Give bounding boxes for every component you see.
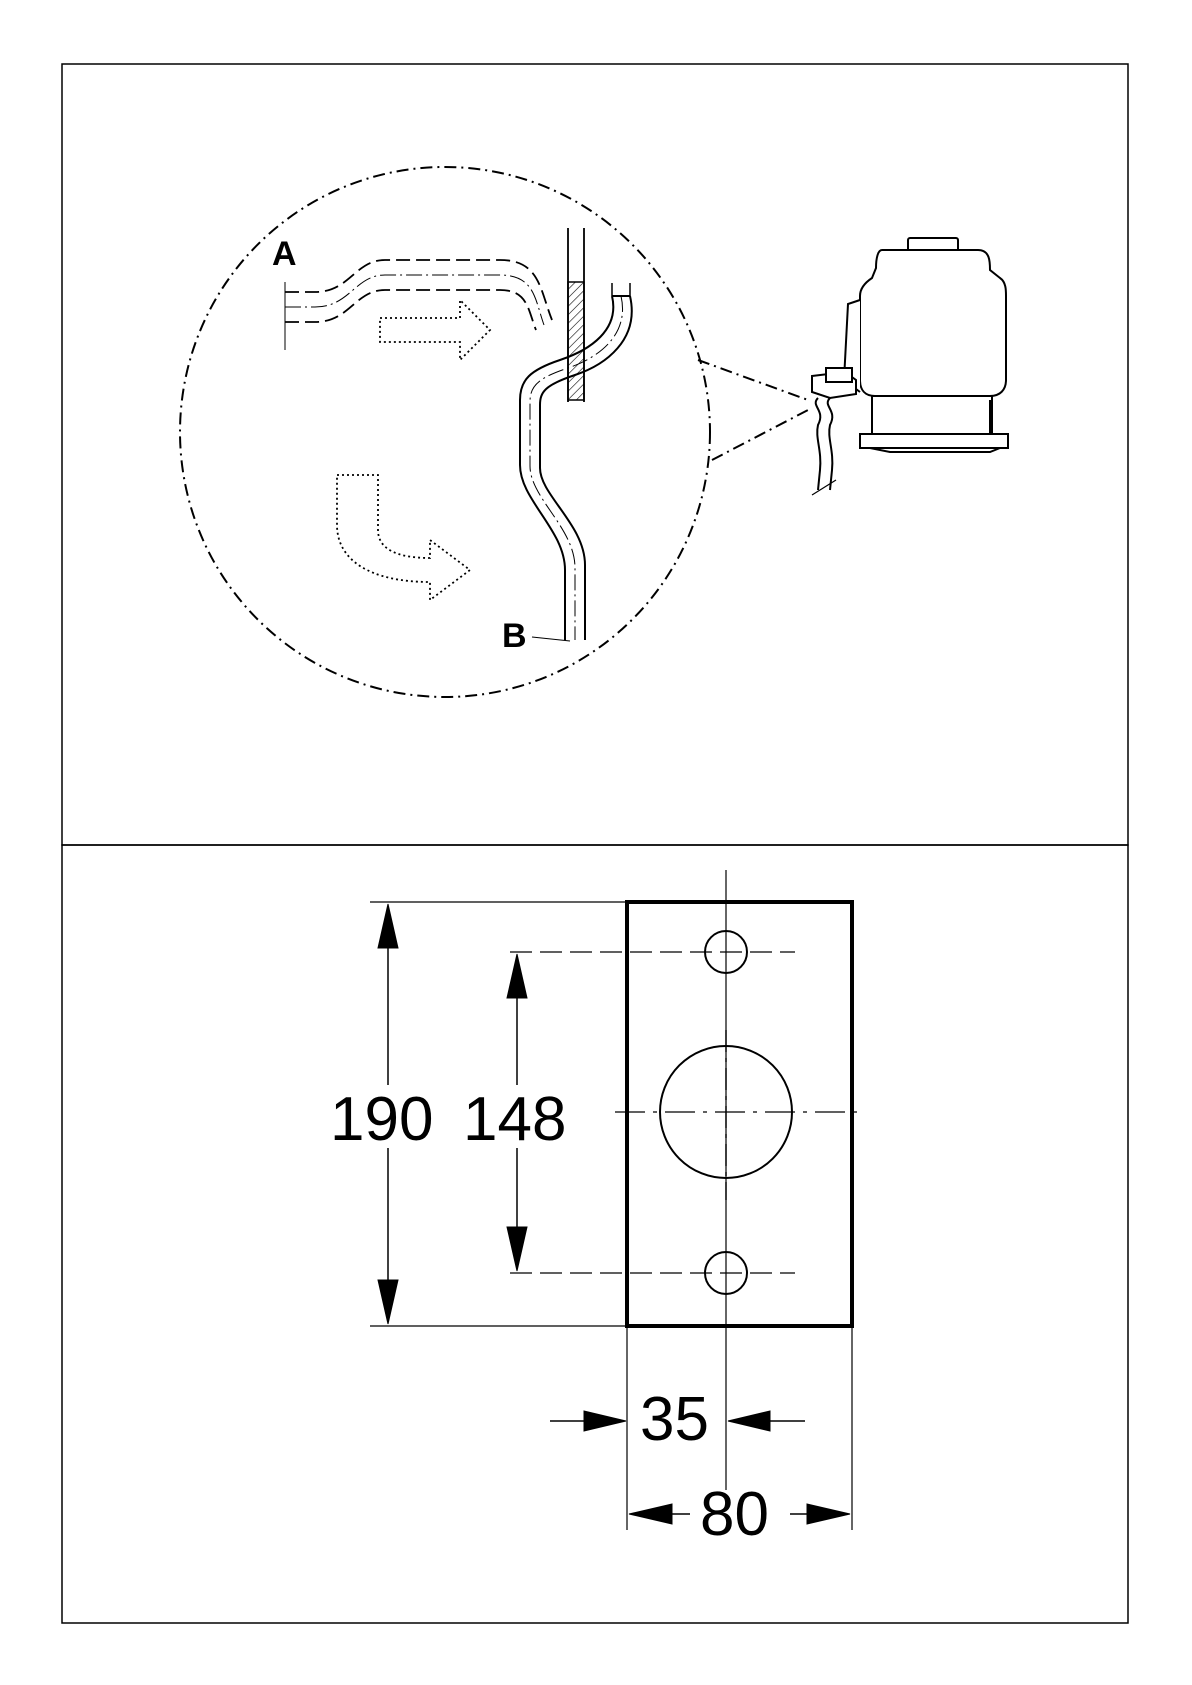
direction-arrow-right-icon [380, 300, 490, 360]
dimension-190-label: 190 [330, 1085, 433, 1154]
hose-position-a [285, 260, 552, 350]
appliance-icon [812, 238, 1008, 495]
dimension-80-label: 80 [700, 1480, 769, 1549]
curved-arrow-icon [337, 475, 470, 600]
label-a: A [272, 235, 297, 273]
dimension-148-label: 148 [463, 1085, 566, 1154]
label-b: B [502, 617, 527, 655]
mounting-template: 190 148 35 80 [330, 870, 860, 1549]
detail-leader-lines [698, 360, 808, 460]
extension-lines [370, 902, 852, 1530]
bottom-panel-frame [62, 845, 1128, 1623]
detail-circle [180, 167, 710, 697]
top-panel-frame [62, 64, 1128, 845]
detail-view: A B [180, 167, 710, 697]
dimension-35-label: 35 [640, 1385, 709, 1454]
